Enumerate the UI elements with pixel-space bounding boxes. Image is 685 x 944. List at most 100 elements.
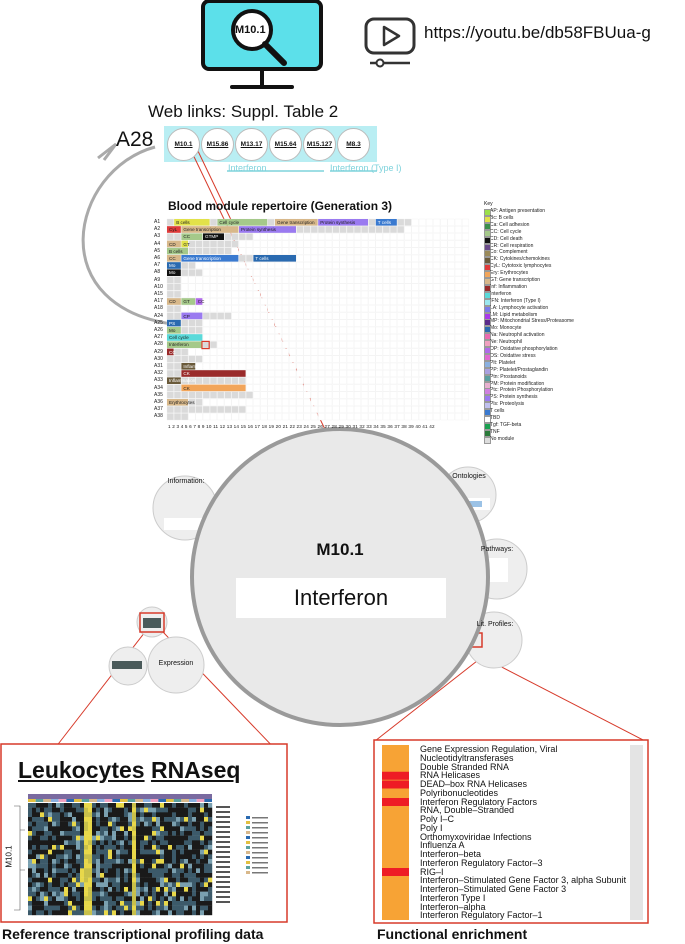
grid-cell [260,348,268,356]
heatmap-cell [84,821,89,827]
heatmap-cell [32,849,37,855]
grid-cell [174,290,181,298]
module-button[interactable]: M13.17 [235,128,268,161]
module-bar-label: CC [183,234,191,240]
grid-cell [426,334,433,341]
grid-cell [346,362,354,370]
heatmap-cell [104,807,109,813]
grid-cell [210,355,217,363]
heatmap-cell [140,845,145,850]
heatmap-cell [52,859,57,864]
grid-cell [346,384,354,392]
heatmap-cell [104,845,109,850]
module-bar-label: GT [183,299,190,305]
heatmap-cell [96,803,101,808]
heatmap-cell [64,812,69,818]
grid-cell [289,377,297,385]
heatmap-cell [136,840,141,846]
heatmap-cell [104,812,109,818]
grid-cell [404,312,412,320]
grid-cell [246,370,253,377]
grid-cell [202,362,210,370]
heatmap-cell [208,901,213,906]
heatmap-cell [128,877,133,883]
grid-cell [418,298,426,305]
heatmap-cell [200,803,205,808]
heatmap-cell [124,854,129,860]
module-button[interactable]: M15.64 [269,128,302,161]
grid-cell [296,370,304,377]
heatmap-cell [88,803,93,808]
heatmap-cell [76,863,81,869]
heatmap-cell [40,821,45,827]
heatmap-cell [148,882,153,888]
key-item: Tgf: TGF-beta [484,422,521,430]
grid-cell [361,226,369,233]
heatmap-cell [52,854,57,860]
module-button[interactable]: M15.127 [303,128,336,161]
heatmap-cell [180,887,185,892]
key-item: IFN: Interferon (Type I) [484,298,541,306]
grid-cell [433,362,441,370]
web-links-label[interactable]: Web links: Suppl. Table 2 [148,102,339,121]
heatmap-cell [172,877,177,883]
module-bar-label: Erythrocytes [169,400,195,405]
heatmap-cell [208,821,213,827]
module-bar-label: B cells [169,248,183,254]
key-title: Key [484,201,493,207]
heatmap-cell [172,821,177,827]
heatmap-cell [68,812,73,818]
grid-cell [238,362,246,370]
module-button[interactable]: M15.86 [201,128,234,161]
heatmap-cell [72,817,77,822]
grid-cell [231,413,239,421]
module-bar-label: CC [197,299,205,305]
heatmap-cell [68,882,73,888]
grid-cell [253,319,261,327]
repertoire-row-label: A15 [154,291,163,297]
heatmap-cell [176,901,181,906]
grid-cell [210,326,217,334]
heatmap-cell [36,905,41,911]
heatmap-cell [116,803,121,808]
grid-cell [382,247,390,255]
grid-cell [447,218,455,226]
heatmap-cell [128,868,133,874]
heatmap-cell [136,877,141,883]
key-swatch [484,278,491,285]
key-item: Interferon [484,291,511,299]
grid-cell [346,398,354,406]
grid-cell [174,312,181,320]
grid-cell [339,276,347,284]
grid-cell [411,247,419,255]
module-button[interactable]: M10.1 [167,128,200,161]
key-item: CK: Cytokines/chemokines [484,256,550,265]
heatmap-cell [168,873,173,878]
heatmap-cell [72,891,77,897]
grid-cell [231,269,239,277]
heatmap-cell [60,849,65,855]
module-button[interactable]: M8.3 [337,128,370,161]
heatmap-cell [112,891,117,897]
heatmap-cell [32,882,37,888]
grid-cell [303,384,311,392]
heatmap-cell [68,868,73,874]
enrichment-term: RNA, Double–Stranded [420,805,515,816]
grid-cell [253,377,261,385]
grid-cell [318,312,325,320]
grid-cell [210,290,217,298]
module-center-circle[interactable] [190,427,490,727]
heatmap-cell [52,901,57,906]
heatmap-cell [56,821,61,827]
grid-cell [224,355,232,363]
video-url-link[interactable]: https://youtu.be/db58FBUua-g [424,23,651,42]
repertoire-row-label: A38 [154,413,163,420]
expression-bubble[interactable] [147,636,205,694]
heatmap-cell [52,807,57,813]
heatmap-cell [108,826,113,832]
grid-cell [404,218,412,226]
grid-cell [310,362,318,370]
grid-cell [447,348,455,356]
grid-cell [332,254,340,262]
key-item: No module [484,436,514,444]
